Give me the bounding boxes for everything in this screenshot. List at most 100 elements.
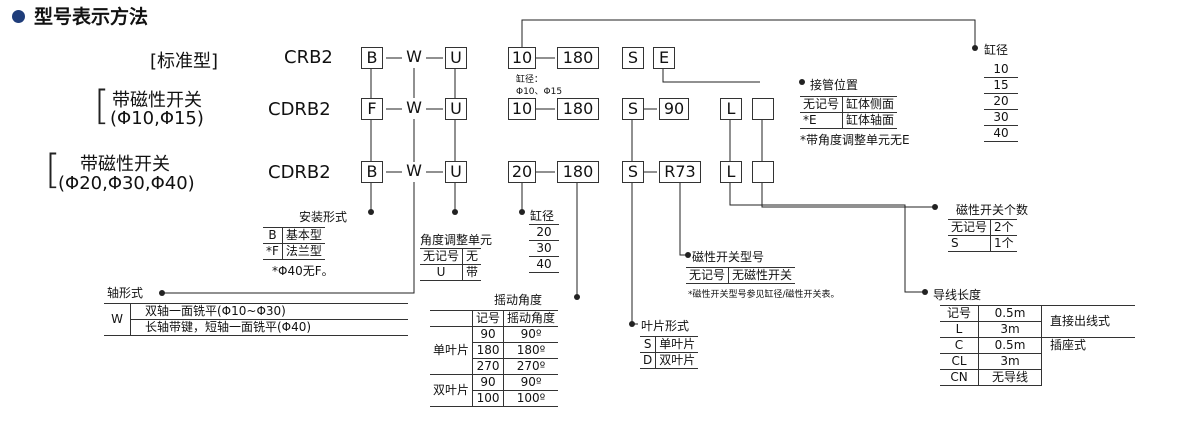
table-cell: 长轴带键，短轴一面铣平(Φ40) xyxy=(130,319,408,336)
table-cell: 直接出线式 xyxy=(1041,305,1135,338)
table-cell: 10 xyxy=(984,62,1018,78)
switch-type-note: *磁性开关型号参见缸径/磁性开关表。 xyxy=(688,290,840,300)
table-cell: 90 xyxy=(472,374,504,391)
code-box: B xyxy=(361,47,383,69)
table-cell: 无记号 xyxy=(948,219,991,236)
lead-box: L xyxy=(720,161,742,183)
table-cell: 40 xyxy=(529,256,559,273)
code-text: W xyxy=(406,161,422,180)
row3-prefix-line2: (Φ20,Φ30,Φ40) xyxy=(58,173,195,194)
table-cell: 100º xyxy=(503,390,559,407)
code-text: W xyxy=(406,98,422,117)
angle-box: 180 xyxy=(557,161,599,183)
table-cell: 180º xyxy=(503,342,559,359)
table-cell: 270 xyxy=(472,358,504,375)
table-cell: *F xyxy=(263,243,283,260)
bracket-left: [ xyxy=(94,83,110,129)
row3-prefix-line1: 带磁性开关 xyxy=(80,154,170,175)
table-cell: U xyxy=(420,264,463,281)
table-cell: 缸体轴面 xyxy=(842,112,898,129)
table-cell: S xyxy=(640,336,656,353)
row2-prefix-line1: 带磁性开关 xyxy=(112,90,202,111)
code-box: F xyxy=(361,98,383,120)
mount-box: S xyxy=(622,98,644,120)
page-title: 型号表示方法 xyxy=(34,6,149,28)
table-cell: S xyxy=(948,235,991,252)
table-header: 记号 xyxy=(472,310,504,327)
code-box: U xyxy=(445,161,467,183)
table-cell: 无导线 xyxy=(978,369,1042,386)
table-cell: 20 xyxy=(984,93,1018,110)
table-cell: D xyxy=(640,352,656,369)
table-cell: C xyxy=(940,337,979,354)
table-cell: 30 xyxy=(984,109,1018,126)
table-cell: 无磁性开关 xyxy=(728,267,796,284)
table-cell: 插座式 xyxy=(1041,337,1135,386)
row1-prefix: [标准型] xyxy=(150,51,219,72)
angle-box: 180 xyxy=(557,47,599,69)
table-cell: 缸体侧面 xyxy=(842,96,898,113)
table-cell: 双叶片 xyxy=(655,352,699,369)
table-cell: 40 xyxy=(984,125,1018,142)
switch-count-title: 磁性开关个数 xyxy=(956,203,1029,217)
piping-title: 接管位置 xyxy=(810,78,859,92)
mount-box: S xyxy=(622,47,644,69)
bore-small-title: 缸径 xyxy=(530,209,555,223)
mounting-note: *Φ40无F。 xyxy=(272,264,334,278)
angle-box: 180 xyxy=(557,98,599,120)
bore-box: 20 xyxy=(508,161,536,183)
table-cell: 无 xyxy=(462,248,482,265)
table-cell: 单叶片 xyxy=(430,326,473,375)
table-cell: 基本型 xyxy=(281,227,325,244)
lead-wire-title: 导线长度 xyxy=(933,288,982,302)
table-cell: 15 xyxy=(984,77,1018,94)
row3-model: CDRB2 xyxy=(268,162,331,183)
table-cell: 90º xyxy=(503,374,559,391)
bore-top-title: 缸径 xyxy=(984,43,1009,57)
bore-box: 10 xyxy=(508,98,536,120)
switch-type-table: 无记号无磁性开关 xyxy=(686,267,796,284)
switch-count-box xyxy=(752,98,774,120)
table-cell: *E xyxy=(800,112,843,129)
sensor-box: R73 xyxy=(659,161,701,183)
table-cell: 270º xyxy=(503,358,559,375)
table-cell: 30 xyxy=(529,240,559,257)
table-cell: 3m xyxy=(978,321,1042,338)
adjust-title: 角度调整单元 xyxy=(420,233,493,247)
table-cell: CN xyxy=(940,369,979,386)
table-cell: 20 xyxy=(529,224,559,241)
table-cell: 90 xyxy=(472,326,504,343)
table-cell: 法兰型 xyxy=(281,243,325,260)
mount-box: S xyxy=(622,161,644,183)
row2-model: CDRB2 xyxy=(268,99,331,120)
table-cell: 单叶片 xyxy=(655,336,699,353)
table-cell: 2个 xyxy=(990,219,1017,236)
code-box: U xyxy=(445,47,467,69)
table-header: 摇动角度 xyxy=(503,310,559,327)
piping-note: *带角度调整单元无E xyxy=(800,133,910,147)
table-cell: 0.5m xyxy=(978,305,1042,322)
bore-note-line1: 缸径： xyxy=(516,75,544,85)
title-bullet xyxy=(12,10,25,23)
table-cell: 无记号 xyxy=(686,267,729,284)
bracket-left: [ xyxy=(45,147,61,193)
mounting-title: 安装形式 xyxy=(299,210,348,224)
table-cell: 0.5m xyxy=(978,337,1042,354)
table-cell: 1个 xyxy=(990,235,1017,252)
lead-box: L xyxy=(720,98,742,120)
bore-top-table: 10 15 20 30 40 xyxy=(984,62,1018,142)
row2-prefix-line2: (Φ10,Φ15) xyxy=(110,108,204,129)
table-cell: B xyxy=(263,227,283,244)
table-cell: 双轴一面铣平(Φ10~Φ30) xyxy=(130,303,408,320)
table-cell: 记号 xyxy=(940,305,979,322)
code-box: B xyxy=(361,161,383,183)
bore-box: 10 xyxy=(508,47,536,69)
piping-box: E xyxy=(653,47,675,69)
